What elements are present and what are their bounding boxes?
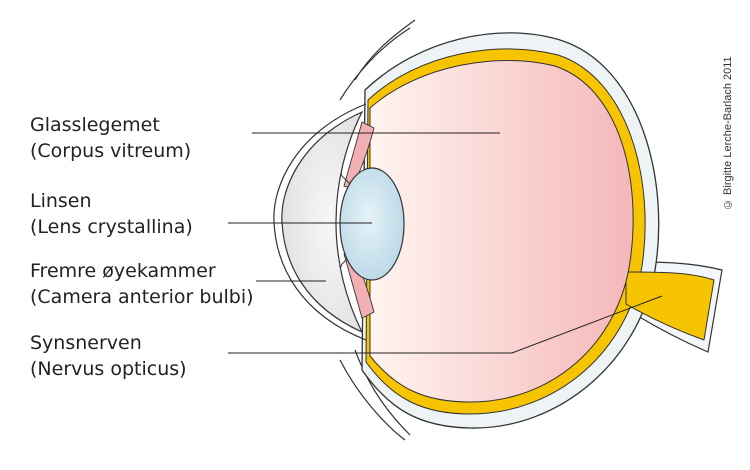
label-vitreous-latin: (Corpus vitreum) bbox=[30, 140, 192, 162]
label-vitreous-primary: Glasslegemet bbox=[30, 114, 160, 136]
vitreous-body bbox=[369, 59, 634, 403]
lower-eyelid-line-2 bbox=[339, 359, 406, 441]
label-anterior-chamber: Fremre øyekammer (Camera anterior bulbi) bbox=[30, 258, 290, 310]
copyright-credit: © Birgitte Lerche-Barlach 2011 bbox=[722, 56, 734, 210]
leader-line-optic-nerve bbox=[228, 295, 663, 354]
label-lens: Linsen (Lens crystallina) bbox=[30, 188, 290, 240]
label-optic-nerve: Synsnerven (Nervus opticus) bbox=[30, 330, 290, 382]
optic-nerve-core bbox=[625, 271, 715, 341]
lower-eyelid-line bbox=[354, 349, 411, 436]
label-anterior-latin: (Camera anterior bulbi) bbox=[30, 286, 254, 308]
cornea-outer bbox=[273, 103, 367, 341]
cornea bbox=[281, 110, 364, 334]
label-optic-latin: (Nervus opticus) bbox=[30, 358, 187, 380]
label-vitreous-body: Glasslegemet (Corpus vitreum) bbox=[30, 112, 290, 164]
label-anterior-primary: Fremre øyekammer bbox=[30, 260, 216, 282]
label-lens-primary: Linsen bbox=[30, 190, 92, 212]
label-optic-primary: Synsnerven bbox=[30, 332, 142, 354]
label-lens-latin: (Lens crystallina) bbox=[30, 216, 193, 238]
upper-eyelid-line-2 bbox=[339, 27, 411, 101]
lens bbox=[339, 167, 405, 281]
